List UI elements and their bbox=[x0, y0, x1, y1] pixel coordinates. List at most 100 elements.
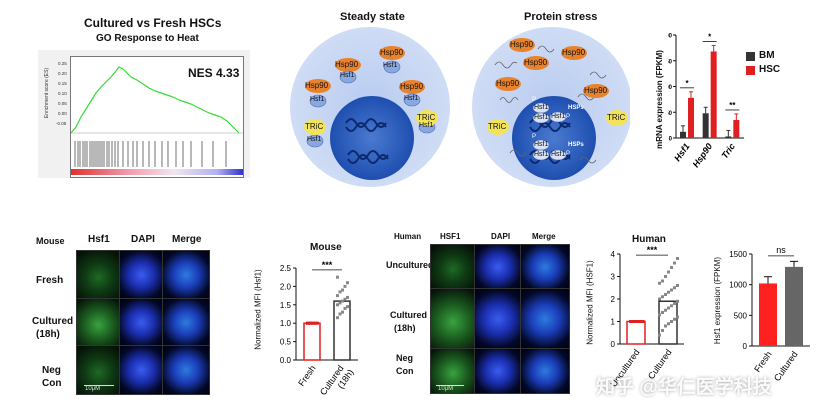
mouse-mfi-ytick-label: 0.5 bbox=[280, 338, 292, 347]
hsf1-label: Hsf1 bbox=[404, 95, 419, 102]
hsp90-label: Hsp90 bbox=[496, 79, 520, 88]
mrna-bar-chart: 050100150200*Hsf1*Hsp90**Tric bbox=[668, 32, 744, 169]
mouse-mfi-point bbox=[338, 290, 342, 294]
phospho-label: P bbox=[566, 151, 571, 157]
human-scale-label: 10μM bbox=[438, 386, 454, 392]
human-mfi-point bbox=[667, 290, 670, 294]
human-mfi-bar bbox=[658, 300, 678, 345]
hsf1-label: Hsf1 bbox=[307, 136, 322, 143]
human-mfi-point bbox=[670, 304, 673, 308]
gsea-ytick: 0.20 bbox=[58, 71, 67, 76]
hsf1-label: Hsf1 bbox=[551, 151, 566, 158]
human-mfi-point bbox=[667, 322, 670, 326]
human-mfi-point bbox=[636, 320, 640, 323]
human-mfi-point bbox=[661, 279, 664, 283]
human-header-hsf1: HSF1 bbox=[440, 232, 461, 241]
mouse-header-species: Mouse bbox=[36, 236, 65, 246]
human-mfi-point bbox=[670, 288, 673, 292]
gsea-ytick: 0.00 bbox=[58, 111, 67, 116]
gsea-ytick: -0.05 bbox=[56, 121, 67, 126]
mouse-mfi-significance: *** bbox=[322, 260, 333, 270]
tric-label: TRiC bbox=[607, 113, 626, 122]
mouse-fresh-hsf1-image bbox=[76, 250, 121, 300]
mouse-mfi-ytick-label: 0.0 bbox=[280, 356, 292, 365]
human-mfi-point bbox=[673, 302, 676, 305]
mouse-row-con: Con bbox=[42, 378, 62, 389]
hsp90-label: Hsp90 bbox=[524, 58, 548, 67]
human-mfi-point bbox=[664, 293, 667, 296]
human-header-species: Human bbox=[394, 232, 422, 241]
human-mfi-title: Human bbox=[632, 234, 666, 245]
human-mfi-point bbox=[664, 324, 667, 328]
human-mfi-point bbox=[664, 308, 667, 312]
fpkm-ytick-label: 1500 bbox=[729, 250, 747, 259]
mouse-mfi-point bbox=[336, 275, 339, 279]
fpkm-xlabel: Cultured bbox=[772, 349, 800, 383]
human-mfi-point bbox=[676, 257, 679, 260]
human-uncultured-dapi-image bbox=[474, 244, 522, 290]
human-mfi-ytick-label: 4 bbox=[611, 250, 616, 259]
human-mfi-point bbox=[676, 315, 679, 319]
mrna-bar-bm bbox=[680, 131, 686, 138]
human-neg-merge-image bbox=[520, 348, 570, 394]
mrna-ytick-label: 50 bbox=[668, 111, 673, 117]
mouse-scale-label: 10μM bbox=[85, 386, 101, 392]
gsea-ylabel: Enrichment score (ES) bbox=[44, 67, 51, 119]
mouse-neg-merge-image bbox=[162, 345, 210, 395]
mouse-fresh-merge-image bbox=[162, 250, 210, 300]
mrna-significance: ** bbox=[729, 101, 736, 110]
mrna-ytick-label: 200 bbox=[668, 34, 673, 40]
mrna-bar-bm bbox=[725, 136, 732, 138]
hsp90-label: Hsp90 bbox=[380, 48, 404, 57]
mouse-mfi-point bbox=[343, 284, 347, 288]
mouse-mfi-point bbox=[341, 288, 344, 292]
human-row-cultured-time: (18h) bbox=[394, 323, 416, 333]
mouse-row-neg: Neg bbox=[42, 365, 61, 376]
tric-label: TRiC bbox=[417, 113, 436, 122]
hsf1-label: Hsf1 bbox=[534, 141, 549, 148]
schematic-panel: Steady state Protein stress bbox=[290, 5, 630, 190]
mouse-mfi-point bbox=[338, 301, 342, 305]
fpkm-bar bbox=[759, 283, 777, 346]
mrna-category-label: Hsp90 bbox=[691, 141, 715, 169]
mouse-mfi-point bbox=[341, 299, 344, 303]
mouse-scale-bar bbox=[84, 385, 114, 386]
phospho-label: P bbox=[566, 114, 571, 120]
human-image-panel: Human HSF1 DAPI Merge Uncultured Culture… bbox=[386, 228, 576, 403]
human-mfi-point bbox=[661, 329, 664, 332]
gsea-ytick: 0.25 bbox=[58, 61, 67, 66]
human-row-uncultured: Uncultured bbox=[386, 260, 434, 270]
mrna-bar-hsc bbox=[733, 119, 740, 138]
mrna-bar-hsc bbox=[688, 97, 694, 138]
mouse-header-merge: Merge bbox=[172, 234, 202, 245]
mrna-ytick-label: 100 bbox=[668, 85, 673, 91]
mouse-mfi-point bbox=[313, 321, 317, 325]
human-header-merge: Merge bbox=[532, 232, 556, 241]
mouse-cultured-hsf1-image bbox=[76, 298, 121, 347]
hsf1-label: Hsf1 bbox=[383, 62, 398, 69]
human-mfi-point bbox=[629, 320, 632, 323]
human-row-neg: Neg bbox=[396, 353, 414, 363]
human-mfi-ytick-label: 0 bbox=[611, 340, 616, 349]
cell-schematic bbox=[290, 27, 630, 187]
human-mfi-point bbox=[658, 297, 661, 301]
mouse-mfi-point bbox=[336, 294, 339, 298]
fpkm-xlabel: Fresh bbox=[752, 349, 773, 374]
mouse-mfi-point bbox=[346, 281, 349, 285]
mouse-row-cultured-time: (18h) bbox=[36, 329, 60, 340]
human-header-dapi: DAPI bbox=[491, 232, 511, 241]
hsp90-label: Hsp90 bbox=[305, 81, 329, 90]
hsp90-label: Hsp90 bbox=[335, 60, 359, 69]
hsp90-label: Hsp90 bbox=[400, 82, 424, 91]
gsea-title: Cultured vs Fresh HSCs bbox=[84, 16, 222, 30]
mouse-neg-dapi-image bbox=[119, 345, 164, 395]
hsf1-label: Hsf1 bbox=[310, 96, 325, 103]
fpkm-ytick-label: 500 bbox=[734, 311, 748, 320]
human-mfi-point bbox=[661, 295, 664, 299]
mouse-image-panel: Mouse Hsf1 DAPI Merge Fresh Cultured (18… bbox=[32, 228, 252, 403]
gsea-ytick: 0.05 bbox=[58, 101, 67, 106]
mouse-mfi-bar bbox=[303, 322, 321, 361]
